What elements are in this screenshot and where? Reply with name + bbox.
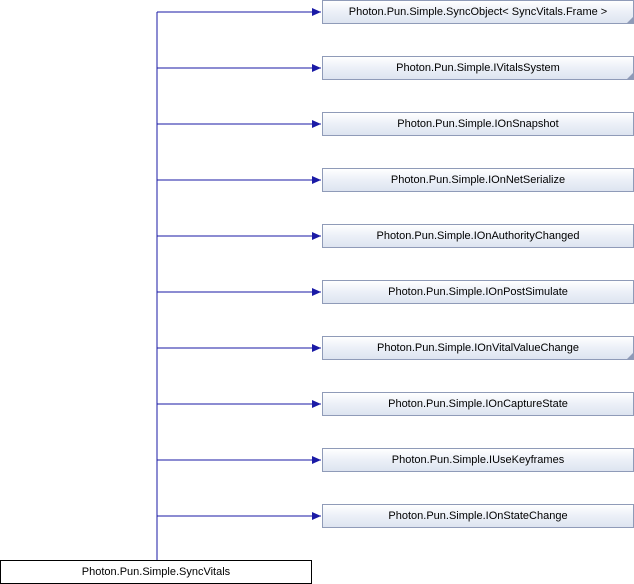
truncated-corner-icon [627,353,633,359]
base-class-node[interactable]: Photon.Pun.Simple.IOnPostSimulate [322,280,634,304]
base-class-node[interactable]: Photon.Pun.Simple.IOnNetSerialize [322,168,634,192]
truncated-corner-icon [627,73,633,79]
base-class-node[interactable]: Photon.Pun.Simple.IOnVitalValueChange [322,336,634,360]
base-class-label: Photon.Pun.Simple.IOnVitalValueChange [376,342,579,354]
base-class-label: Photon.Pun.Simple.IVitalsSystem [396,62,560,74]
base-class-label: Photon.Pun.Simple.IOnStateChange [388,510,568,522]
base-class-node[interactable]: Photon.Pun.Simple.IOnStateChange [322,504,634,528]
base-class-node[interactable]: Photon.Pun.Simple.IOnCaptureState [322,392,634,416]
base-class-label: Photon.Pun.Simple.IOnCaptureState [388,398,568,410]
base-class-label: Photon.Pun.Simple.IUseKeyframes [391,454,565,466]
derived-class-label: Photon.Pun.Simple.SyncVitals [81,566,231,578]
base-class-node[interactable]: Photon.Pun.Simple.SyncObject< SyncVitals… [322,0,634,24]
base-class-node[interactable]: Photon.Pun.Simple.IVitalsSystem [322,56,634,80]
base-class-node[interactable]: Photon.Pun.Simple.IUseKeyframes [322,448,634,472]
base-class-label: Photon.Pun.Simple.IOnNetSerialize [390,174,566,186]
base-class-label: Photon.Pun.Simple.IOnPostSimulate [388,286,568,298]
base-class-label: Photon.Pun.Simple.IOnAuthorityChanged [376,230,580,242]
base-class-node[interactable]: Photon.Pun.Simple.IOnAuthorityChanged [322,224,634,248]
base-class-label: Photon.Pun.Simple.SyncObject< SyncVitals… [348,6,608,18]
truncated-corner-icon [627,17,633,23]
derived-class-node: Photon.Pun.Simple.SyncVitals [0,560,312,584]
base-class-node[interactable]: Photon.Pun.Simple.IOnSnapshot [322,112,634,136]
base-class-label: Photon.Pun.Simple.IOnSnapshot [397,118,559,130]
